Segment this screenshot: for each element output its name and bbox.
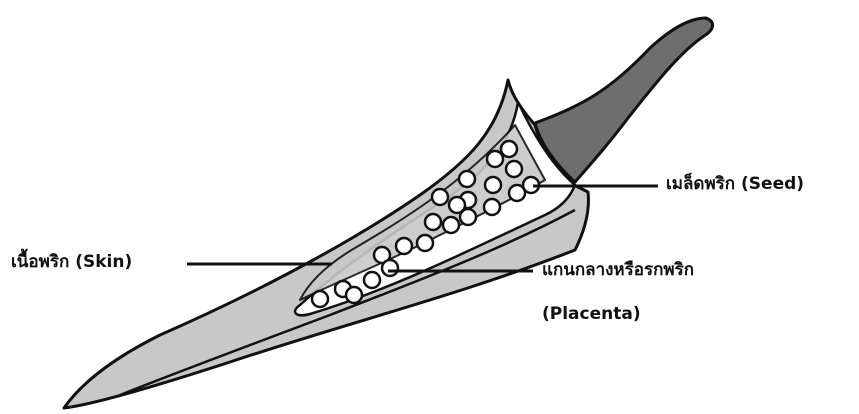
seed-dot: [443, 217, 459, 233]
placenta-label-en: (Placenta): [542, 306, 641, 323]
seed-dot: [432, 189, 448, 205]
seed-dot: [417, 235, 433, 251]
seed-dot: [484, 199, 500, 215]
seed-dot: [501, 141, 517, 157]
seed-dot: [487, 151, 503, 167]
seed-dot: [382, 260, 398, 276]
placenta-label-thai: แกนกลางหรือรกพริก: [542, 262, 694, 279]
skin-label: เนื้อพริก (Skin): [11, 254, 132, 271]
seed-dot: [509, 185, 525, 201]
seed-dot: [506, 161, 522, 177]
seed-dot: [459, 171, 475, 187]
seed-dot: [312, 291, 328, 307]
seed-label: เมล็ดพริก (Seed): [666, 176, 804, 193]
seed-dot: [396, 238, 412, 254]
seed-dot: [364, 272, 380, 288]
seed-dot: [425, 214, 441, 230]
seed-dot: [485, 177, 501, 193]
seed-dot: [346, 287, 362, 303]
seed-dot: [460, 209, 476, 225]
chili-stem: [535, 18, 713, 182]
